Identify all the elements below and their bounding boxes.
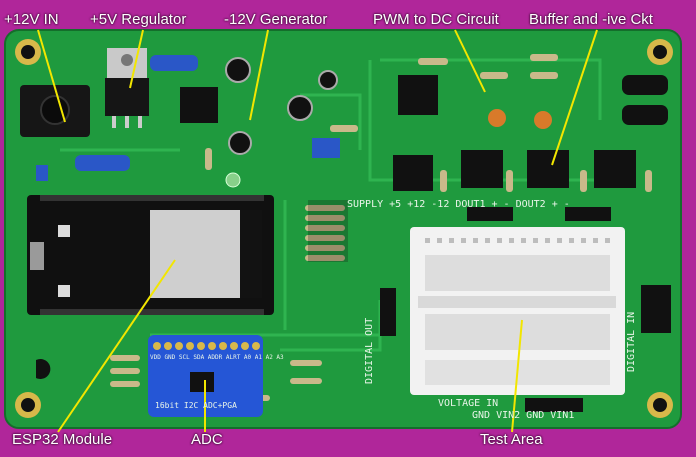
- trimmer-pot: [312, 138, 340, 158]
- ceramic-capacitor: [534, 111, 552, 129]
- dip-ics: [180, 75, 636, 191]
- capacitor: [150, 55, 198, 71]
- esp32-board: [27, 195, 274, 315]
- capacitor: [75, 155, 130, 171]
- pcb-traces: [60, 58, 610, 352]
- dc-jack: [20, 85, 90, 137]
- label-test-area: Test Area: [480, 431, 543, 448]
- silk-adc-pins: VDD GND SCL SDA ADDR ALRT A0 A1 A2 A3: [150, 354, 284, 361]
- label-buffer-circuit: Buffer and -ive Ckt: [529, 11, 653, 28]
- label-esp32-module: ESP32 Module: [12, 431, 113, 448]
- regulator-ic: [105, 48, 149, 128]
- header-pins: [308, 200, 671, 412]
- silk-supply: SUPPLY +5 +12 -12 DOUT1 + - DOUT2 + -: [347, 199, 570, 210]
- label-pwm-circuit: PWM to DC Circuit: [373, 11, 499, 28]
- resistors: [110, 54, 652, 401]
- silk-digital-out: DIGITAL OUT: [364, 317, 375, 384]
- label-adc: ADC: [191, 431, 223, 448]
- silk-voltage-in: VOLTAGE IN: [438, 398, 499, 409]
- silk-gnd-vin: GND VIN2 GND VIN1: [472, 410, 575, 421]
- electrolytic-capacitors: [225, 57, 668, 155]
- breadboard: [410, 227, 625, 395]
- jumper: [36, 165, 48, 181]
- callout-lines: [37, 29, 598, 433]
- led: [225, 172, 241, 188]
- label-power-in: +12V IN: [4, 11, 59, 28]
- ceramic-capacitor: [488, 109, 506, 127]
- silk-digital-in: DIGITAL IN: [626, 311, 637, 372]
- label-regulator: +5V Regulator: [90, 11, 187, 28]
- silk-adc-chip: 16bit I2C ADC+PGA: [155, 401, 237, 410]
- transistor: [36, 359, 51, 379]
- label-negative-generator: -12V Generator: [224, 11, 328, 28]
- adc-board: [148, 335, 263, 417]
- mounting-holes: [15, 39, 673, 418]
